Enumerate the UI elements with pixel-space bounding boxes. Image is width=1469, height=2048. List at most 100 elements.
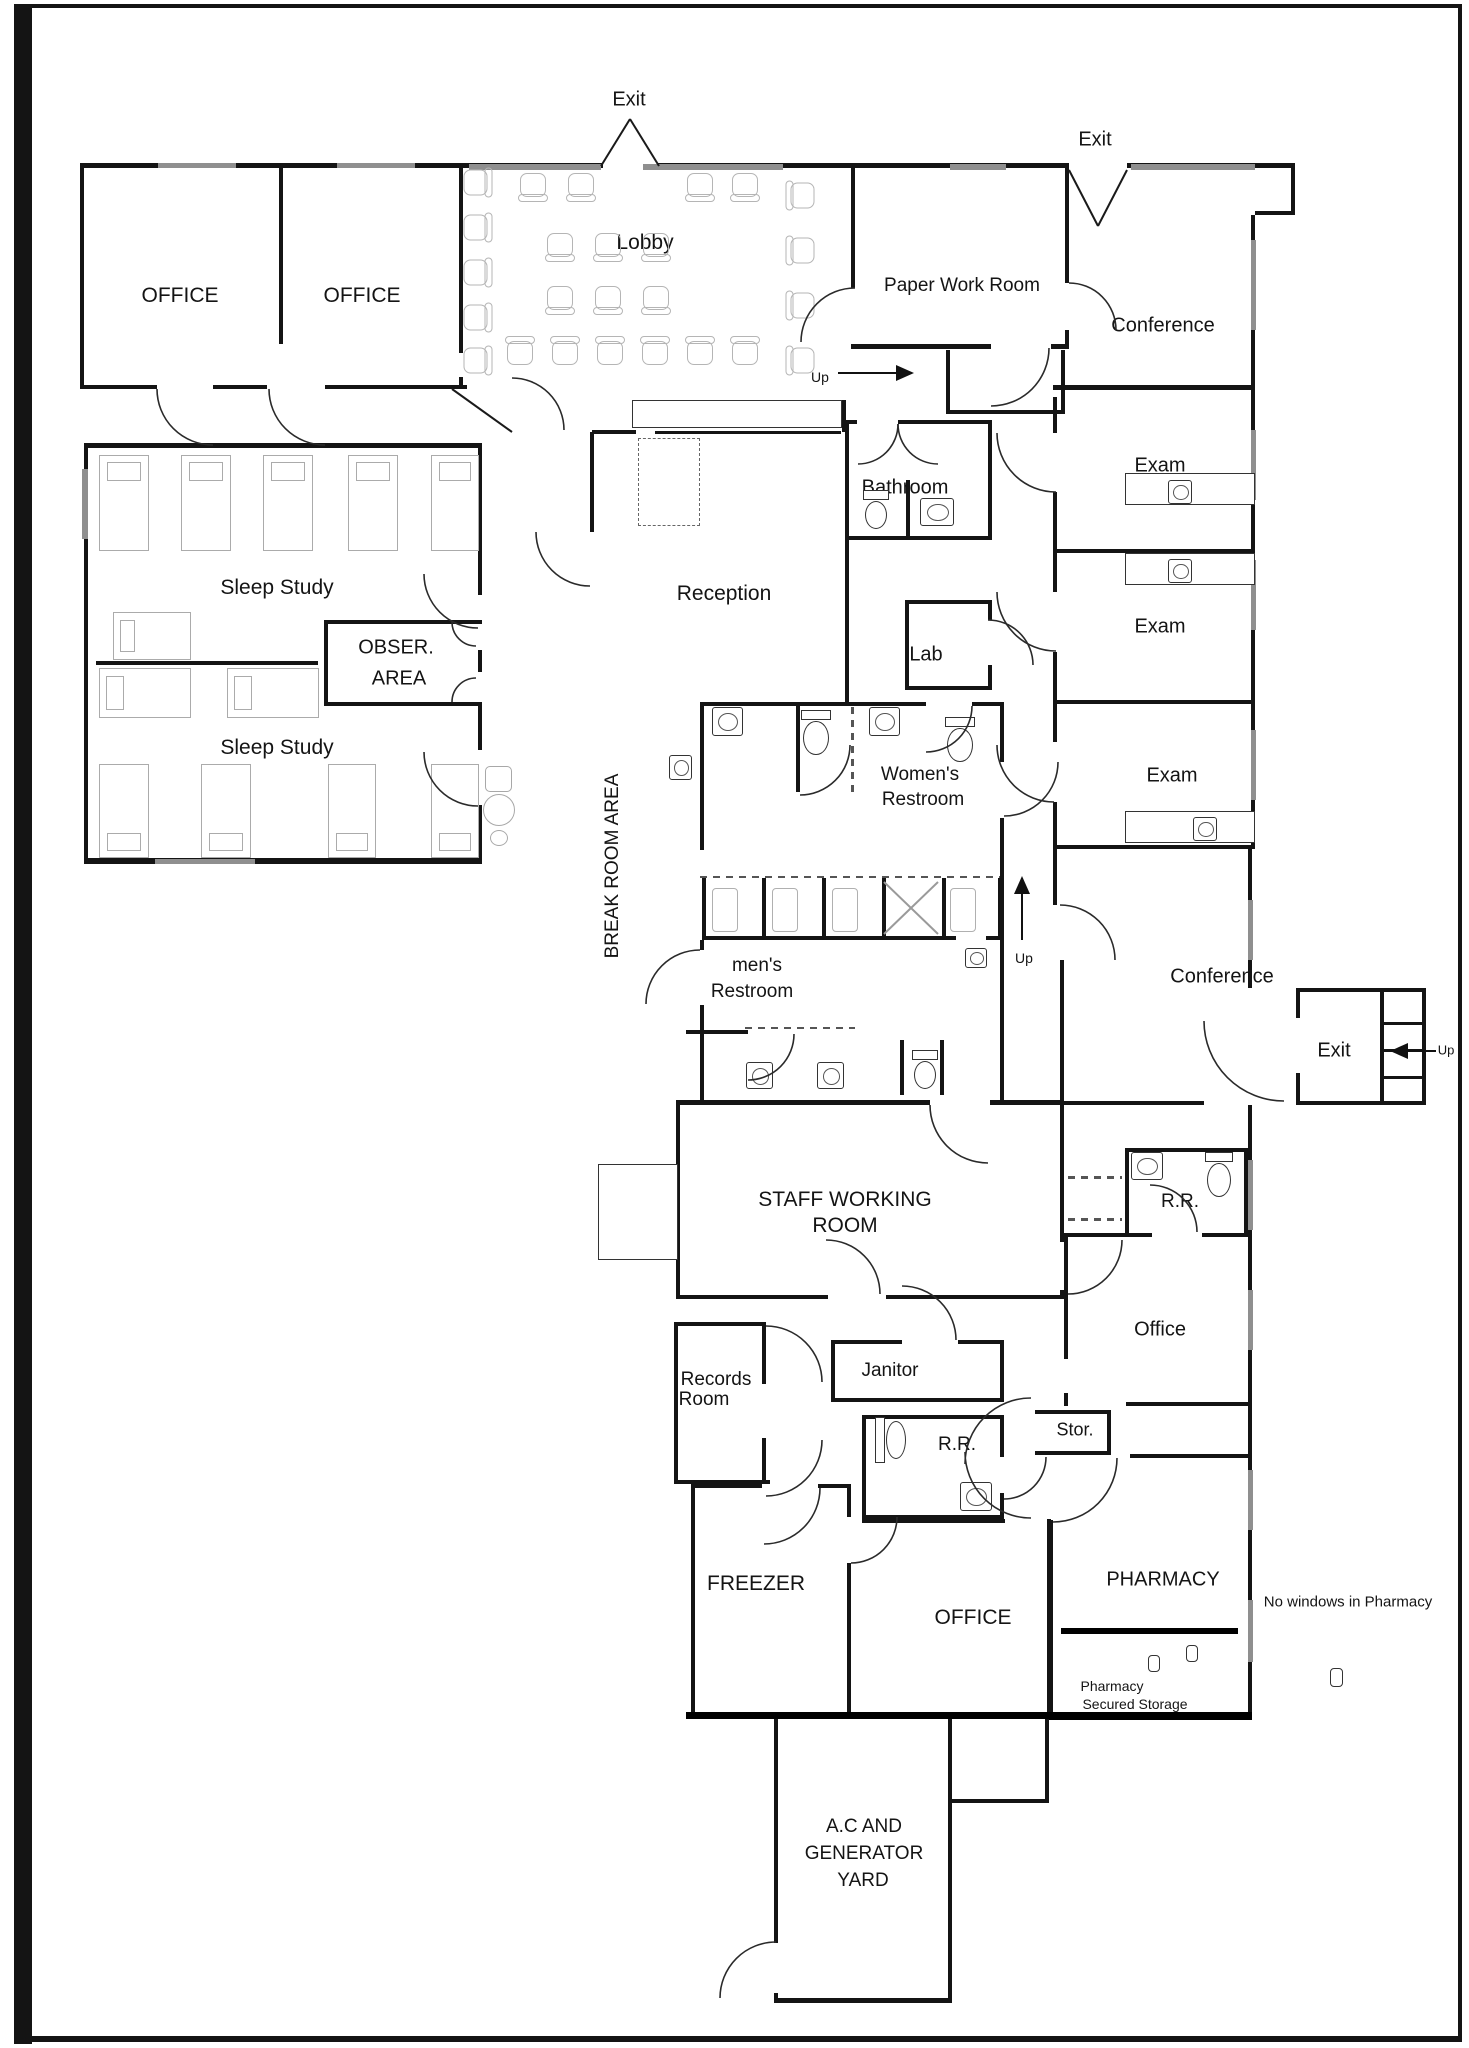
outline-box <box>1186 1645 1198 1662</box>
wall-segment <box>847 1563 851 1716</box>
wall-segment <box>1064 1393 1068 1406</box>
wall-segment <box>990 1100 1064 1105</box>
wall-segment <box>84 443 88 863</box>
window-segment <box>950 164 1006 170</box>
wall-segment <box>14 4 32 2044</box>
door-arc-icon <box>897 423 939 465</box>
bed-icon <box>181 455 231 551</box>
label-up-3: Up <box>1437 1042 1455 1058</box>
wall-segment <box>1000 942 1004 1100</box>
chair-icon <box>505 336 535 365</box>
chair-icon <box>595 336 625 365</box>
window-segment <box>82 469 88 539</box>
wall-segment <box>905 600 988 604</box>
window-segment <box>1251 730 1256 800</box>
label-office-bottom: OFFICE <box>934 1605 1012 1629</box>
outline-box <box>598 1164 678 1260</box>
wall-segment <box>900 1040 904 1095</box>
wall-segment <box>774 1998 952 2003</box>
wall-segment <box>831 1340 902 1344</box>
wall-segment <box>1296 988 1426 992</box>
wall-segment <box>762 878 766 938</box>
label-mens-restroom-1: men's <box>731 955 783 977</box>
label-lab: Lab <box>909 643 943 666</box>
wall-segment <box>1053 845 1057 905</box>
wall-segment <box>676 1295 828 1299</box>
wall-segment <box>1458 4 1462 2042</box>
wall-segment <box>988 665 992 690</box>
wall-segment <box>1255 211 1295 215</box>
wall-segment <box>1061 350 1065 414</box>
wall-segment <box>80 385 157 389</box>
label-yard-1: A.C AND <box>825 1816 903 1838</box>
label-sleep-study-2: Sleep Study <box>220 735 334 759</box>
wall-segment <box>676 1100 680 1298</box>
window-segment <box>643 164 783 170</box>
outline-box <box>832 888 858 932</box>
wall-segment <box>1125 1148 1129 1233</box>
door-arc-icon <box>451 621 477 647</box>
label-obser-line2: AREA <box>371 667 427 690</box>
wall-segment <box>1000 1493 1004 1519</box>
dashed-line <box>1068 1218 1122 1221</box>
label-exam-2: Exam <box>1134 615 1186 638</box>
wall-segment <box>686 1030 748 1034</box>
door-arc-icon <box>747 1033 795 1081</box>
heavy-wall-segment <box>1049 1712 1252 1720</box>
door-arc-icon <box>799 744 851 796</box>
label-pharmacy-secured-2: Secured Storage <box>1082 1695 1188 1712</box>
label-janitor: Janitor <box>861 1360 919 1382</box>
wall-segment <box>1125 1233 1152 1237</box>
sink-icon <box>920 498 954 526</box>
wall-segment <box>84 858 482 864</box>
wall-segment <box>831 1340 835 1402</box>
dashed-line <box>1068 1176 1122 1179</box>
wall-segment <box>1000 1340 1004 1402</box>
window-segment <box>1251 560 1256 630</box>
label-paper-work-room: Paper Work Room <box>884 275 1040 297</box>
label-lobby: Lobby <box>616 230 674 254</box>
wall-segment <box>948 1799 1049 1803</box>
wall-segment <box>325 385 467 389</box>
bed-icon <box>99 455 149 551</box>
wall-segment <box>842 400 846 432</box>
bed-icon <box>431 764 479 858</box>
window-segment <box>1248 1470 1253 1530</box>
label-reception: Reception <box>676 581 772 605</box>
door-arc-icon <box>1003 761 1059 817</box>
label-sleep-study-1: Sleep Study <box>220 575 334 599</box>
wall-segment <box>324 620 328 706</box>
door-arc-icon <box>535 531 591 587</box>
wall-segment <box>96 661 318 665</box>
wall-segment <box>702 878 706 938</box>
door-arc-icon <box>964 1451 1032 1519</box>
wall-segment <box>762 1322 766 1384</box>
wall-segment <box>851 344 991 349</box>
door-arc-icon <box>423 751 479 807</box>
wall-segment <box>946 410 1065 414</box>
door-arc-icon <box>268 388 326 446</box>
wall-segment <box>460 702 482 706</box>
wall-segment <box>986 936 1002 940</box>
door-arc-icon <box>1203 1020 1285 1102</box>
label-exam-3: Exam <box>1146 764 1198 787</box>
bed-icon <box>227 668 319 718</box>
wall-segment <box>946 350 950 414</box>
door-arc-icon <box>929 1104 989 1164</box>
door-arc-icon <box>825 1239 881 1295</box>
wall-segment <box>1065 163 1069 283</box>
wall-segment <box>847 1484 851 1517</box>
label-conference-top: Conference <box>1111 314 1215 337</box>
door-arc-icon <box>511 377 565 431</box>
sink-icon <box>869 707 900 736</box>
wall-segment <box>478 443 482 595</box>
wheelchair-icon <box>482 766 516 852</box>
door-arc-icon <box>1068 282 1117 331</box>
dashed-line <box>700 876 1000 878</box>
wall-segment <box>940 1040 944 1095</box>
label-staff-working-1: STAFF WORKING <box>758 1187 932 1211</box>
wall-line <box>1097 169 1128 227</box>
